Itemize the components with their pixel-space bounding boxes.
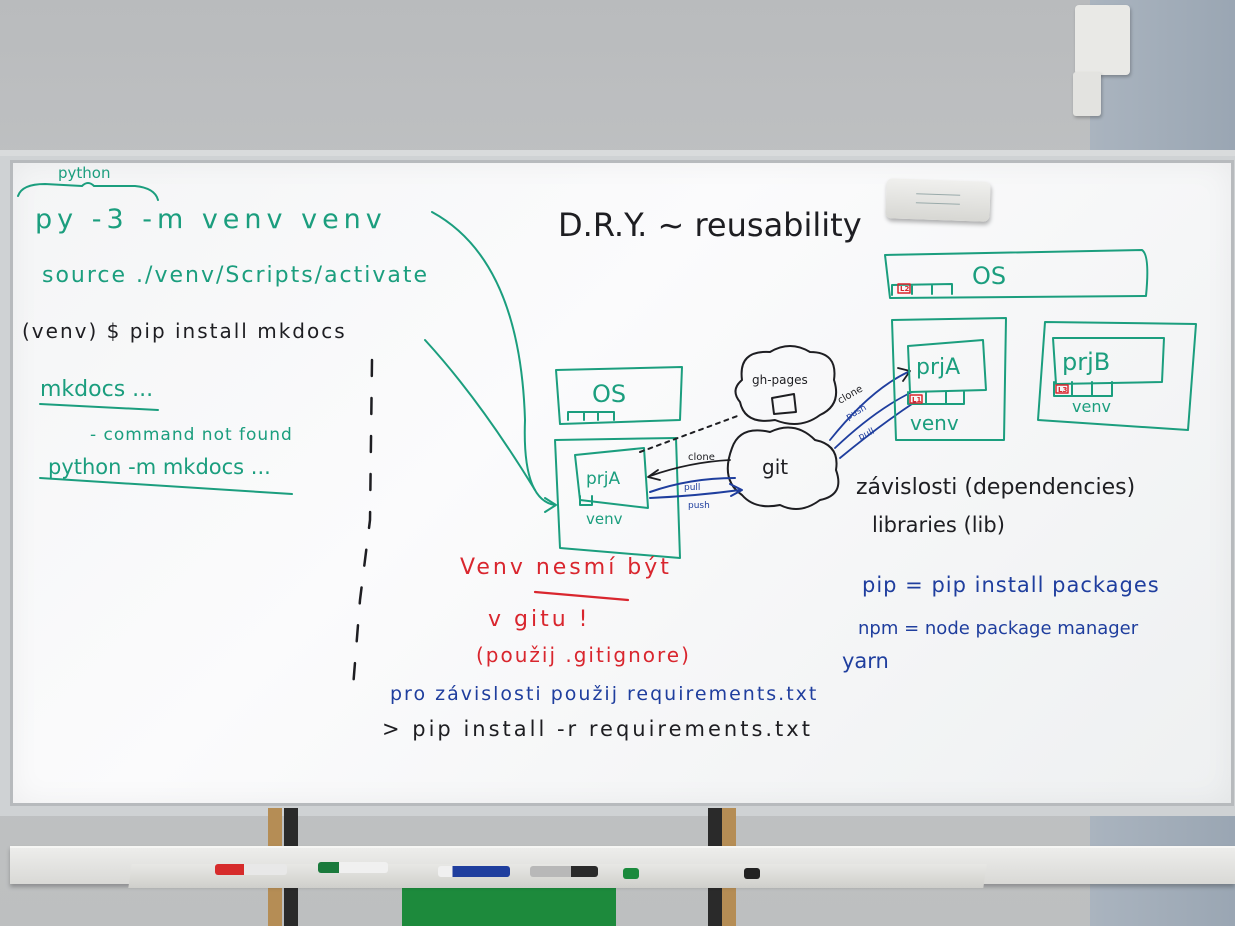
prja-label-right: prjA [916,355,960,380]
os-label-right: OS [972,262,1006,290]
zavislosti-text: závislosti (dependencies) [856,475,1135,500]
red-marker-icon[interactable] [215,864,287,875]
git-cloud [726,426,840,510]
python-m-mkdocs: python -m mkdocs ... [48,455,271,479]
venv-warning-line1: Venv nesmí být [460,555,672,580]
mkdocs-arrow [424,339,536,491]
venv-label-right: venv [910,411,959,435]
push-label-right: push [845,403,869,423]
mkdocs-text: mkdocs ... [40,377,153,402]
venv-arrow [431,211,556,506]
os-box-left [555,366,683,425]
prjb-container [1037,321,1197,431]
python-m-underline [39,477,293,495]
l1-label: L1 [912,396,921,404]
green-marker-icon[interactable] [318,862,388,873]
command-not-found: - command not found [90,425,293,445]
l2-label: L2 [900,285,909,293]
prja-label-left: prjA [586,469,621,489]
dashed-divider [350,358,374,702]
venv-label-left: venv [586,510,623,528]
pip-definition: pip = pip install packages [862,573,1160,597]
wall-bracket [1075,5,1130,75]
eraser-stripe [915,193,961,205]
clone-label-right: clone [836,384,865,407]
push-label-left: push [688,501,710,511]
git-label: git [762,455,788,479]
nesmi-underline [533,590,630,602]
yarn-text: yarn [842,649,889,673]
python-brace [17,182,159,201]
prjb-box [1052,337,1165,385]
ghpages-label: gh-pages [752,373,808,387]
ghpages-cloud [734,345,838,425]
libraries-text: libraries (lib) [872,513,1005,537]
l3-label: L3 [1058,386,1067,394]
black-marker-icon[interactable] [530,866,598,877]
green-storage-box [402,888,616,926]
requirements-install: > pip install -r requirements.txt [382,717,813,741]
cmd-pip-install: (venv) $ pip install mkdocs [22,319,347,343]
cmd-source: source ./venv/Scripts/activate [42,263,429,288]
cmd-venv: py -3 -m venv venv [35,204,387,235]
os-box-right [884,249,1149,299]
black-cap-icon[interactable] [744,868,760,879]
blue-marker-icon[interactable] [438,866,510,877]
pull-label-right: pull [857,427,876,443]
npm-definition: npm = node package manager [858,618,1139,639]
pull-push-arrows-left [649,477,741,499]
venv-label-b: venv [1072,397,1111,416]
prja-box-left [574,447,649,509]
os-label-left: OS [592,380,626,408]
eraser-icon[interactable] [885,178,991,222]
pull-label-left: pull [684,483,700,493]
mkdocs-underline [39,403,159,411]
venv-warning-line3: (použij .gitignore) [476,643,691,667]
wall-bracket-lower [1073,72,1101,116]
requirements-hint: pro závislosti použij requirements.txt [390,683,818,705]
python-label: python [58,164,110,182]
green-cap-icon[interactable] [623,868,639,879]
clone-label-left: clone [688,452,715,463]
prjb-label: prjB [1062,348,1110,376]
prja-box-right [907,339,987,393]
venv-warning-line2: v gitu ! [488,607,590,632]
clone-push-pull-arrows-right [829,371,916,459]
whiteboard [10,160,1234,806]
prja-container-left [554,437,681,559]
prja-container-right [891,317,1007,441]
dry-title: D.R.Y. ~ reusability [558,206,862,244]
dotted-link [639,414,741,453]
